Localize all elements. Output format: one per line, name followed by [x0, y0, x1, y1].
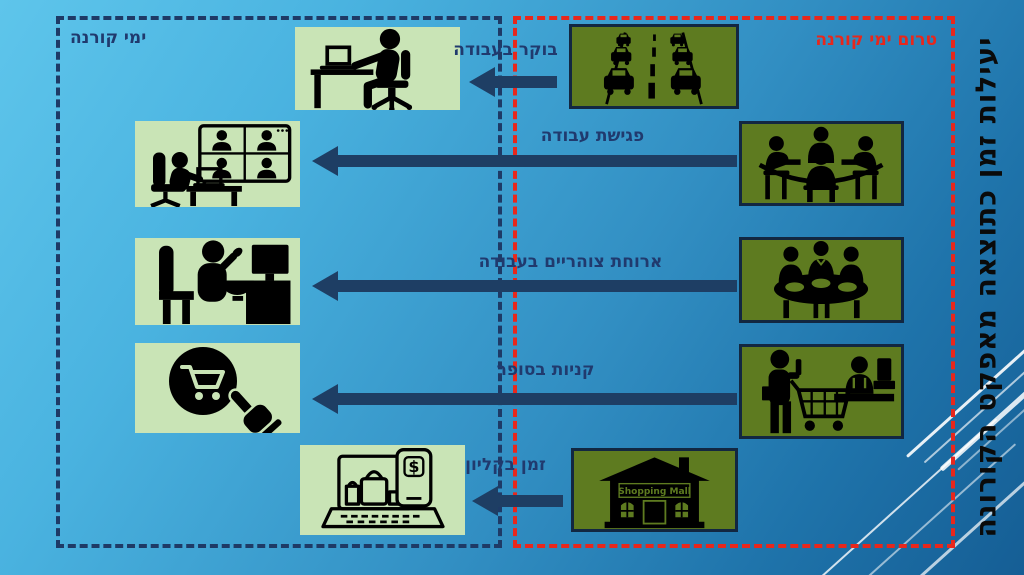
arrow-label-meeting: פגישת עבודה — [540, 126, 645, 146]
pre-corona-label: טרום ימי קורנה — [815, 30, 937, 50]
arrow-label-lunch: ארוחת צוהריים בעבודה — [478, 252, 663, 272]
arrow-grocery — [312, 384, 737, 414]
arrow-lunch — [312, 271, 737, 301]
arrow-head — [312, 271, 338, 301]
arrow-head — [469, 67, 495, 97]
meeting-around-table-icon — [758, 126, 884, 203]
arrow-mall-time — [472, 486, 563, 516]
corona-label: ימי קורנה — [70, 28, 147, 48]
pre-corona-lunch-image — [739, 237, 904, 323]
pre-corona-supermarket-image — [739, 344, 904, 439]
arrow-shaft — [493, 76, 557, 88]
arrow-shaft — [336, 393, 737, 405]
eating-at-computer-icon — [159, 240, 291, 325]
laptop-online-shopping-icon: $ — [321, 448, 445, 529]
corona-online-shopping-image — [135, 343, 300, 433]
traffic-jam-icon — [603, 32, 703, 105]
arrow-work-meeting — [312, 146, 737, 176]
supermarket-checkout-icon — [762, 349, 896, 434]
group-lunch-table-icon — [773, 240, 869, 319]
corona-working-at-desk-image — [295, 27, 460, 110]
pre-corona-traffic-jam-image — [569, 24, 739, 109]
arrow-label-grocery: קניות בסופר — [496, 360, 595, 380]
arrow-head — [312, 384, 338, 414]
arrow-label-mall: זמן בקליון — [465, 455, 546, 475]
arrow-morning-commute — [469, 67, 557, 97]
working-at-desk-icon — [310, 28, 413, 110]
phone-dollar-text: $ — [408, 457, 419, 476]
corona-video-conference-image — [135, 121, 300, 207]
video-conference-icon — [150, 124, 292, 207]
slide-vertical-title: יעילות זמן כתוצאה מאפקט הקורונה — [969, 36, 1003, 538]
mall-sign-text: Shopping Mall — [618, 487, 691, 497]
arrow-shaft — [496, 495, 563, 507]
arrow-shaft — [336, 280, 737, 292]
arrow-head — [312, 146, 338, 176]
arrow-shaft — [336, 155, 737, 167]
arrow-head — [472, 486, 498, 516]
corona-eating-at-computer-image — [135, 238, 300, 325]
online-cart-click-icon — [169, 347, 285, 433]
pre-corona-mall-image: Shopping Mall — [571, 448, 738, 532]
arrow-label-morning: בוקר בעבודה — [453, 40, 558, 60]
pre-corona-meeting-image — [739, 121, 904, 206]
shopping-mall-icon: Shopping Mall — [599, 457, 710, 529]
corona-laptop-shopping-image: $ — [300, 445, 465, 535]
